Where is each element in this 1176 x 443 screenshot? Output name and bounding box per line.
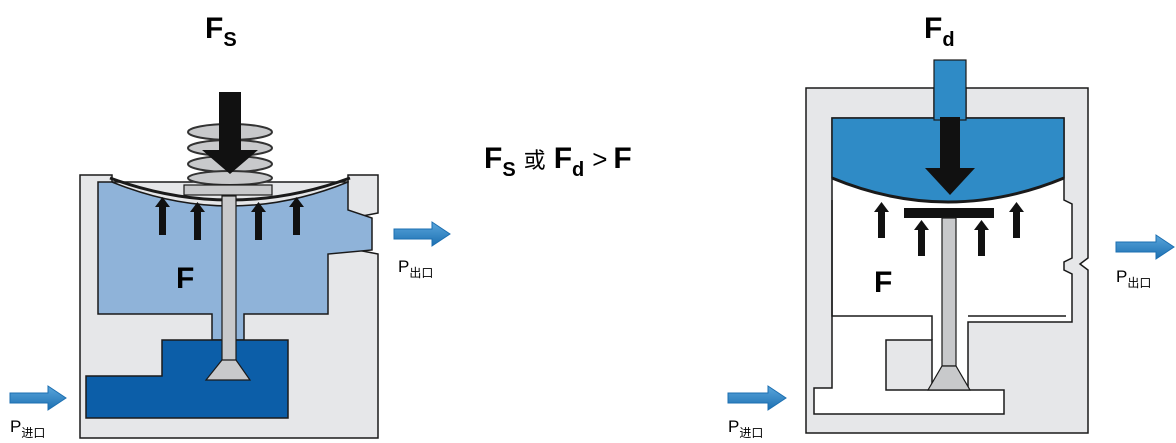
- left-outlet-label: P出口: [398, 257, 433, 280]
- left-inlet-chamber: [85, 339, 289, 419]
- left-inlet-arrow: [9, 385, 67, 411]
- right-valve-plug: [926, 365, 972, 391]
- right-force-label: Fd: [924, 12, 955, 51]
- right-partition: [831, 200, 1066, 340]
- spring-force-arrow: [202, 92, 258, 174]
- left-inlet-label: P进口: [10, 417, 45, 440]
- left-chamber-force-label: F: [176, 262, 194, 295]
- right-pressure-arrows: [874, 202, 1024, 256]
- left-valve-stem: [221, 195, 237, 365]
- right-plate: [904, 208, 994, 218]
- spring-regulator: [9, 92, 451, 439]
- right-inlet-label: P进口: [728, 417, 763, 440]
- left-spring-plate: [183, 184, 273, 196]
- right-diaphragm: [831, 176, 1065, 204]
- left-outlet-arrow: [393, 221, 451, 247]
- actuator-regulator: [727, 59, 1175, 434]
- right-valve-stem: [941, 217, 957, 367]
- actuator-stem: [933, 59, 967, 121]
- right-outlet-label: P出口: [1116, 267, 1151, 290]
- left-pressure-arrows: [155, 197, 304, 240]
- right-outlet-arrow: [1115, 234, 1175, 260]
- left-valve-plug: [204, 359, 252, 381]
- right-inlet-arrow: [727, 385, 787, 411]
- left-force-label: FS: [205, 12, 237, 51]
- right-chamber-force-label: F: [874, 266, 892, 299]
- actuator-force-arrow: [925, 117, 975, 195]
